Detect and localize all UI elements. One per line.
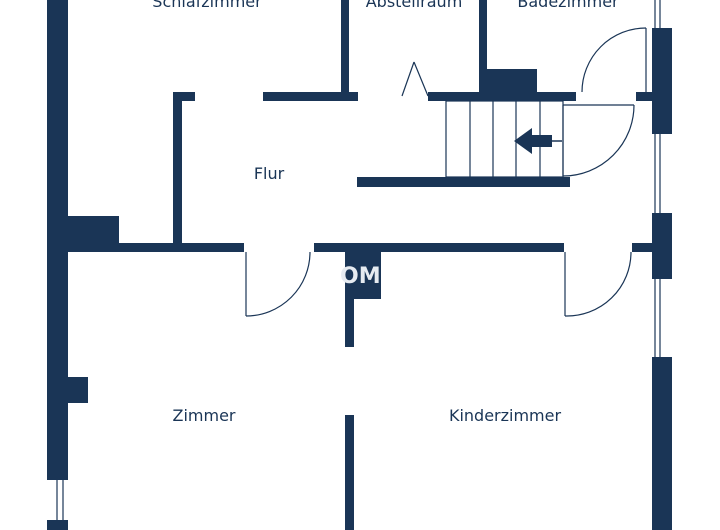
wall-schlafzimmer-bottom-left [263, 92, 358, 101]
doors [245, 27, 647, 317]
room-label-abstellraum: Abstellraum [365, 0, 463, 11]
wall-mid-right [314, 243, 564, 252]
wall-flur-vertical [173, 92, 182, 246]
walls [47, 0, 672, 530]
door-abstellraum [401, 61, 429, 97]
wall-mid-end [632, 243, 652, 252]
watermark: OM [340, 264, 381, 289]
door-stair-landing [562, 104, 635, 177]
room-label-kinderzimmer: Kinderzimmer [448, 406, 562, 425]
wall-divider-block [354, 243, 381, 299]
room-label-schlafzimmer: Schlafzimmer [152, 0, 262, 11]
outer-wall-left [47, 0, 68, 480]
wall-segment-top-stairs [428, 92, 576, 101]
wall-stairs-bottom [357, 177, 570, 187]
wall-divider-lower [345, 415, 354, 530]
chimney-bad [487, 69, 537, 93]
wall-flur-post [173, 92, 195, 101]
door-zimmer [245, 251, 311, 317]
windows [56, 0, 661, 520]
wall-mid-left [68, 243, 244, 252]
outer-wall-right-mid [652, 213, 672, 279]
wall-segment-top-right [636, 92, 652, 101]
wall-abstell-bad [479, 0, 487, 100]
staircase [445, 100, 564, 178]
stair-direction-arrow [514, 128, 552, 154]
wall-schlafzimmer-abstell [341, 0, 349, 100]
wall-divider-upper [345, 243, 354, 347]
chimney-left [68, 216, 119, 246]
outer-wall-left-lower [47, 520, 68, 530]
room-label-badezimmer: Badezimmer [517, 0, 619, 11]
outer-wall-right-lower [652, 357, 672, 530]
chimney-zimmer [68, 377, 88, 403]
door-kinderzimmer [564, 251, 632, 317]
door-bad [581, 27, 647, 93]
room-label-zimmer: Zimmer [172, 406, 236, 425]
room-label-flur: Flur [253, 164, 285, 183]
outer-wall-right-top [652, 28, 672, 134]
stairs-outline [445, 100, 564, 178]
